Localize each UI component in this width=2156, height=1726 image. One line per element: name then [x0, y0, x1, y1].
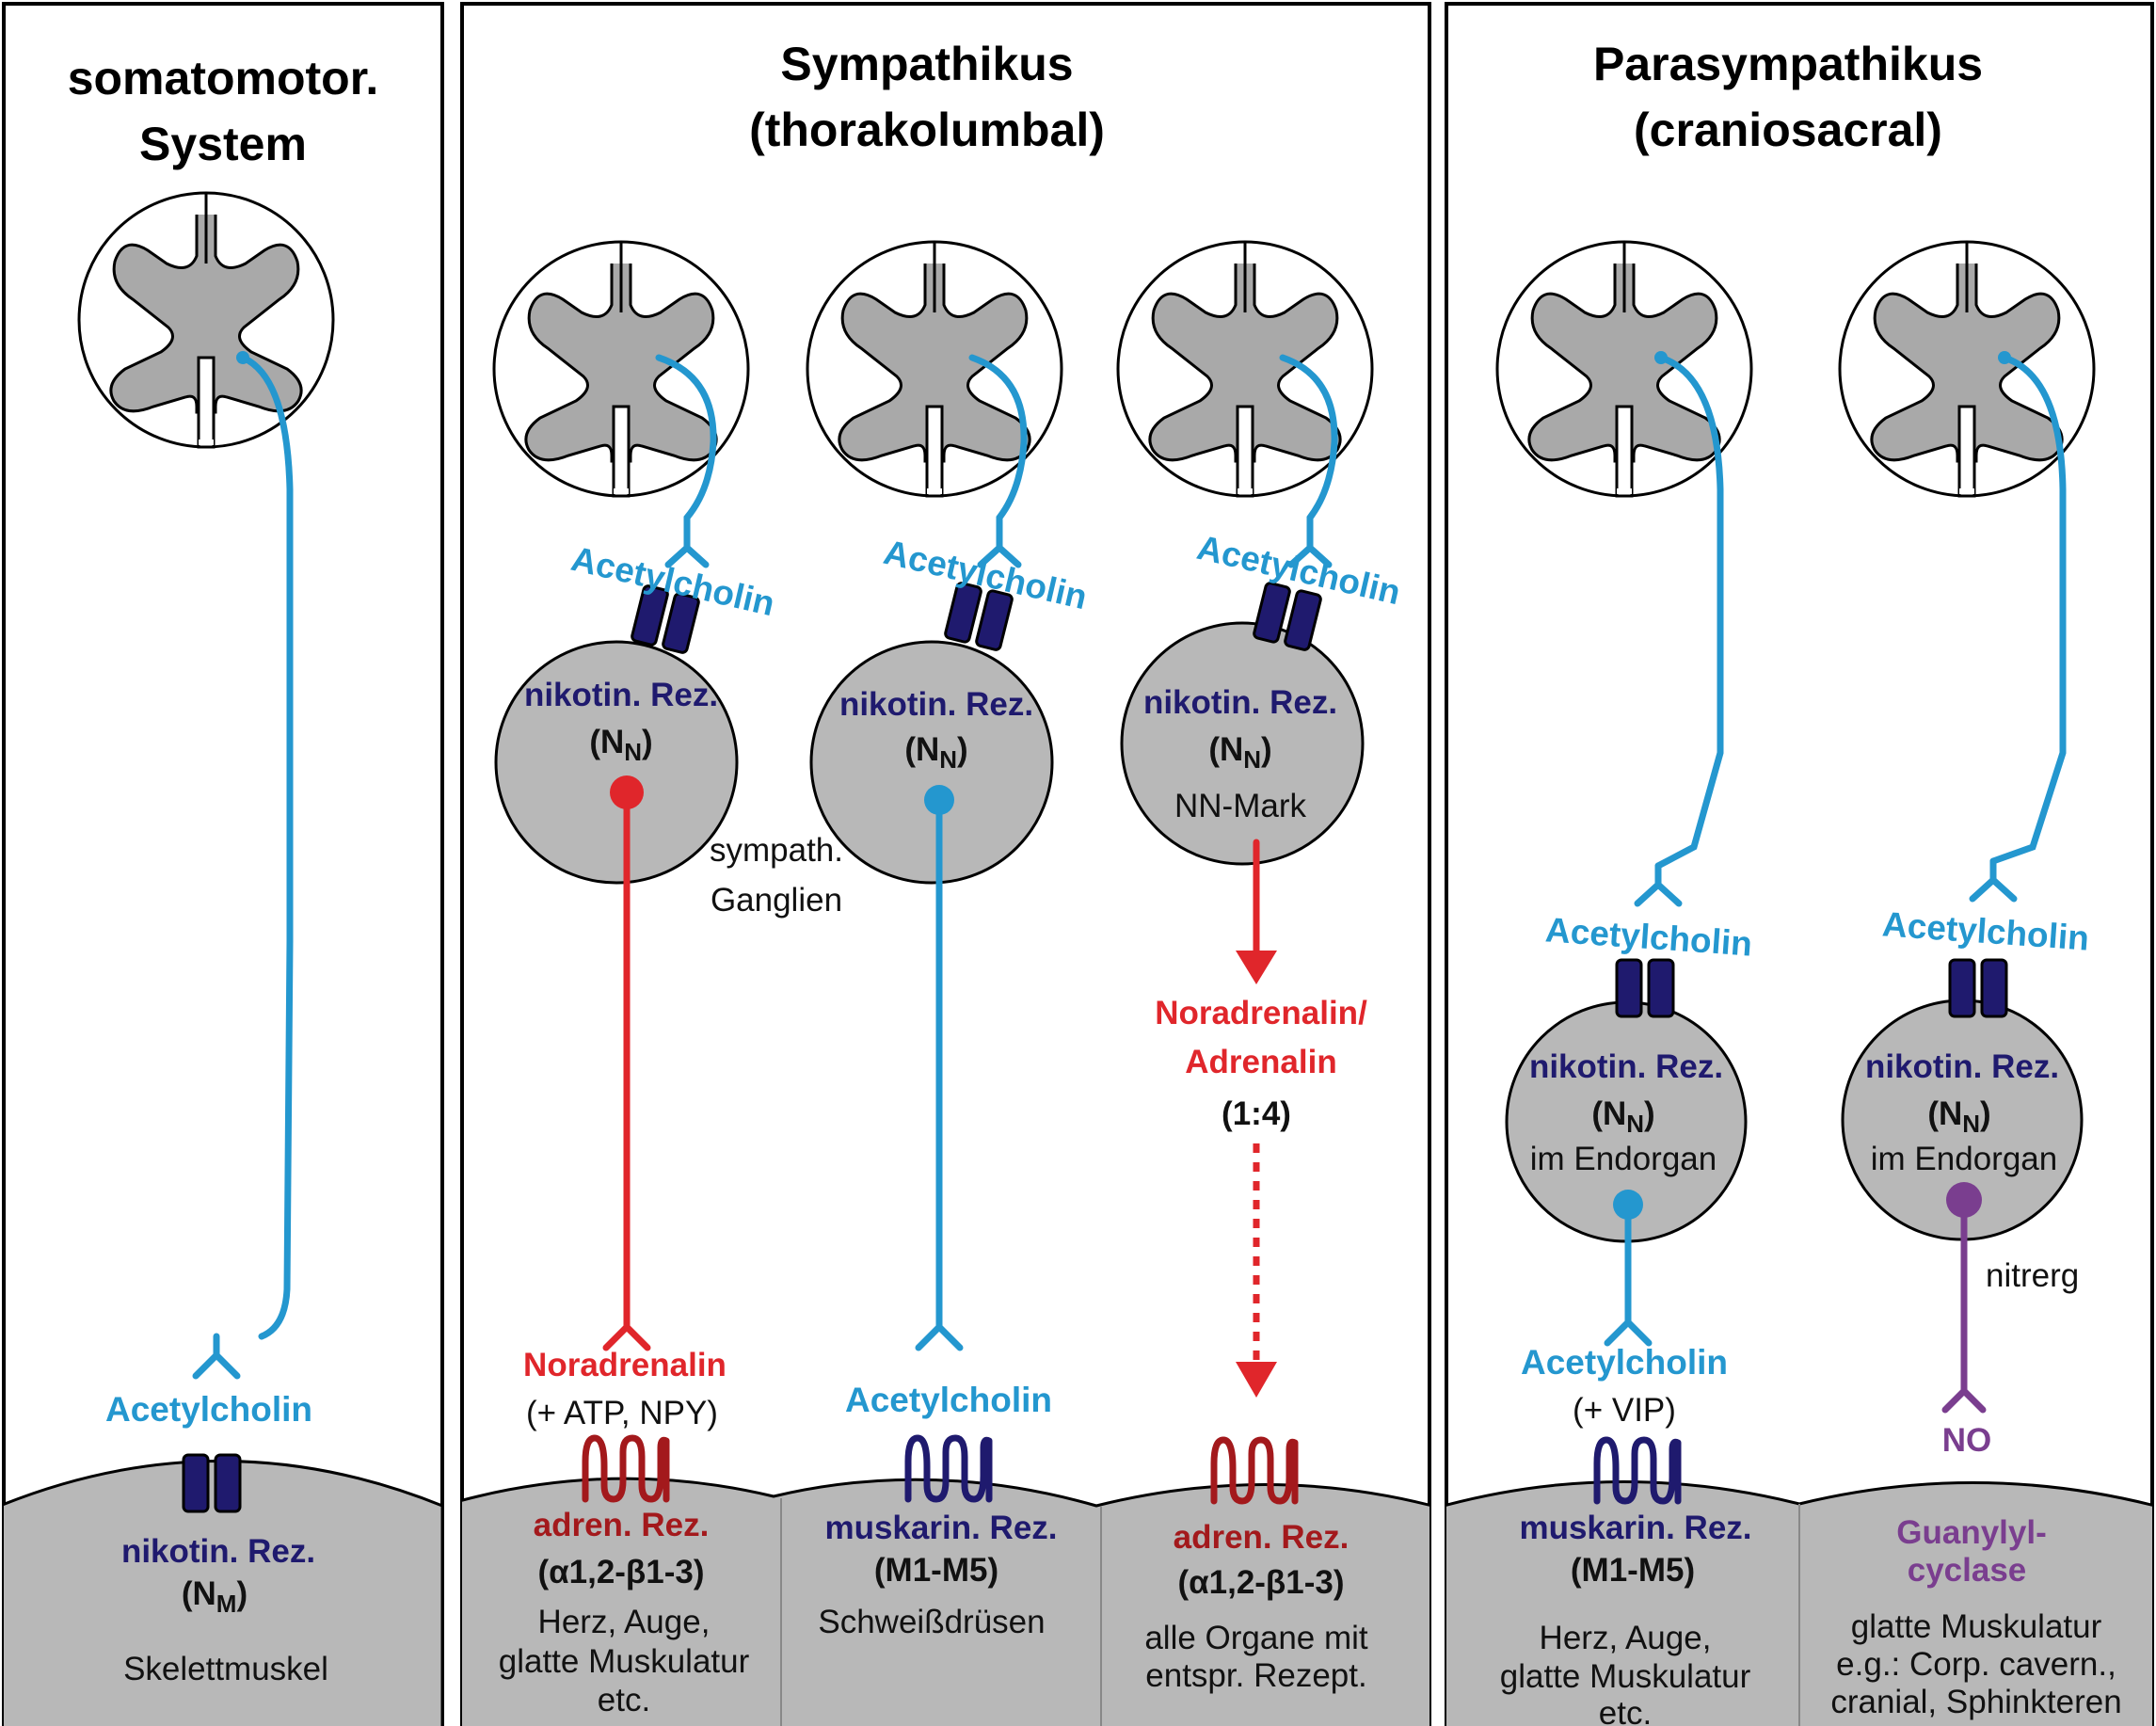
sympathetic-subtitle: (thorakolumbal) [749, 104, 1105, 156]
ganglion-note: NN-Mark [1174, 788, 1306, 824]
hormone-label: Noradrenalin/ [1155, 995, 1367, 1031]
receptor-label: adren. Rez. [1174, 1519, 1349, 1556]
adrenal-medulla-cell [1120, 621, 1365, 866]
receptor-label: nikotin. Rez. [839, 686, 1033, 723]
parasympathetic-preganglionic-axon-2 [1989, 354, 2067, 865]
ganglion-note: im Endorgan [1871, 1141, 2057, 1177]
transmitter-label: Acetylcholin [845, 1381, 1052, 1419]
receptor-type: (NN) [1927, 1095, 1990, 1138]
ganglion-note: im Endorgan [1530, 1141, 1717, 1177]
target-label: glatte Muskulatur [1851, 1608, 2102, 1645]
receptor-label: nikotin. Rez. [524, 677, 718, 713]
target-label: alle Organe mit [1144, 1620, 1368, 1656]
effector-enzyme-label: Guanylyl- [1896, 1514, 2046, 1551]
target-label: Skelettmuskel [123, 1651, 328, 1687]
hormone-label: Adrenalin [1185, 1044, 1336, 1080]
transmitter-label: NO [1942, 1422, 1992, 1459]
nerve-terminal [1941, 1375, 1987, 1414]
receptor-type: (NN) [1591, 1095, 1654, 1138]
somatic-title: somatomotor. [68, 52, 379, 104]
receptor-label: nikotin. Rez. [1143, 684, 1337, 721]
ganglion-label: Ganglien [711, 882, 842, 919]
ganglion-cell-sympathetic-2 [809, 640, 1054, 885]
spinal-cord-parasympathetic-1 [1497, 242, 1751, 496]
nitrergic-neuron-soma [1946, 1182, 1982, 1218]
receptor-subtypes: (M1-M5) [1571, 1552, 1695, 1589]
transmitter-label: Acetylcholin [1521, 1343, 1728, 1382]
down-arrow-icon [1236, 1362, 1277, 1398]
parasympathetic-neuron-soma [1998, 351, 2011, 364]
target-label: etc. [1599, 1695, 1652, 1726]
sympathetic-preganglionic-axon-3 [1279, 354, 1338, 535]
target-label: Schweißdrüsen [818, 1604, 1045, 1640]
parasympathetic-subtitle: (craniosacral) [1634, 104, 1942, 156]
effector-enzyme-label: cyclase [1908, 1552, 2027, 1589]
receptor-label: adren. Rez. [534, 1507, 710, 1543]
target-label: Herz, Auge, [538, 1604, 711, 1640]
nerve-terminal [1287, 528, 1333, 568]
cotransmitter-label: (+ VIP) [1573, 1392, 1676, 1429]
spinal-cord-parasympathetic-2 [1840, 242, 2094, 496]
noradrenergic-neuron-soma [610, 775, 644, 809]
receptor-label: muskarin. Rez. [1519, 1510, 1751, 1546]
target-label: glatte Muskulatur [499, 1643, 750, 1680]
target-label: etc. [598, 1682, 650, 1718]
receptor-subtypes: (M1-M5) [874, 1552, 998, 1589]
nerve-terminal [915, 1309, 964, 1351]
receptor-type: (NM) [182, 1575, 248, 1618]
nerve-terminal [977, 528, 1022, 568]
receptor-type: (NN) [1208, 731, 1271, 774]
somatic-motor-axon [239, 354, 294, 1340]
transmitter-label: Acetylcholin [105, 1390, 312, 1429]
parasympathetic-neuron-soma [1654, 351, 1668, 364]
nerve-terminal [1604, 1304, 1653, 1347]
nitrergic-label: nitrerg [1986, 1257, 2079, 1294]
receptor-type: (NN) [904, 731, 967, 774]
somatic-title: System [139, 118, 307, 170]
nerve-terminal [664, 528, 710, 568]
target-label: entspr. Rezept. [1145, 1657, 1366, 1694]
receptor-subtypes: (α1,2-β1-3) [537, 1554, 704, 1590]
receptor-label: nikotin. Rez. [1865, 1048, 2059, 1085]
sympathetic-title: Sympathikus [780, 38, 1073, 90]
receptor-label: nikotin. Rez. [1529, 1048, 1723, 1085]
cholinergic-neuron-soma [924, 785, 954, 815]
parasympathetic-title: Parasympathikus [1593, 38, 1983, 90]
target-label: Herz, Auge, [1540, 1620, 1712, 1656]
cotransmitter-label: (+ ATP, NPY) [526, 1395, 718, 1431]
somatic-neuron-soma [236, 351, 249, 364]
receptor-type: (NN) [589, 724, 652, 766]
spinal-cord-somatic [79, 193, 333, 447]
receptor-label: nikotin. Rez. [121, 1533, 315, 1570]
nerve-terminal [1969, 857, 2018, 903]
parasympathetic-preganglionic-axon-1 [1654, 354, 1724, 870]
receptor-label: muskarin. Rez. [824, 1510, 1057, 1546]
ganglion-cell-sympathetic-1 [494, 640, 739, 885]
hormone-ratio: (1:4) [1222, 1095, 1291, 1132]
skeletal-muscle-organ [4, 1460, 442, 1726]
sympathetic-preganglionic-axon-2 [968, 354, 1028, 535]
nerve-terminal [1634, 862, 1683, 907]
receptor-subtypes: (α1,2-β1-3) [1177, 1564, 1344, 1601]
transmitter-label: Noradrenalin [523, 1347, 727, 1383]
target-label: e.g.: Corp. cavern., [1836, 1646, 2116, 1683]
ganglion-label: sympath. [710, 832, 843, 869]
parasympathetic-panel [1445, 2, 2154, 1726]
down-arrow-icon [1236, 951, 1277, 984]
target-label: cranial, Sphinkteren [1830, 1684, 2121, 1720]
nerve-terminal [602, 1309, 651, 1351]
nerve-terminal [192, 1333, 241, 1380]
target-label: glatte Muskulatur [1500, 1658, 1751, 1695]
sympathetic-preganglionic-axon-1 [655, 354, 717, 535]
cholinergic-neuron-soma [1613, 1190, 1643, 1220]
